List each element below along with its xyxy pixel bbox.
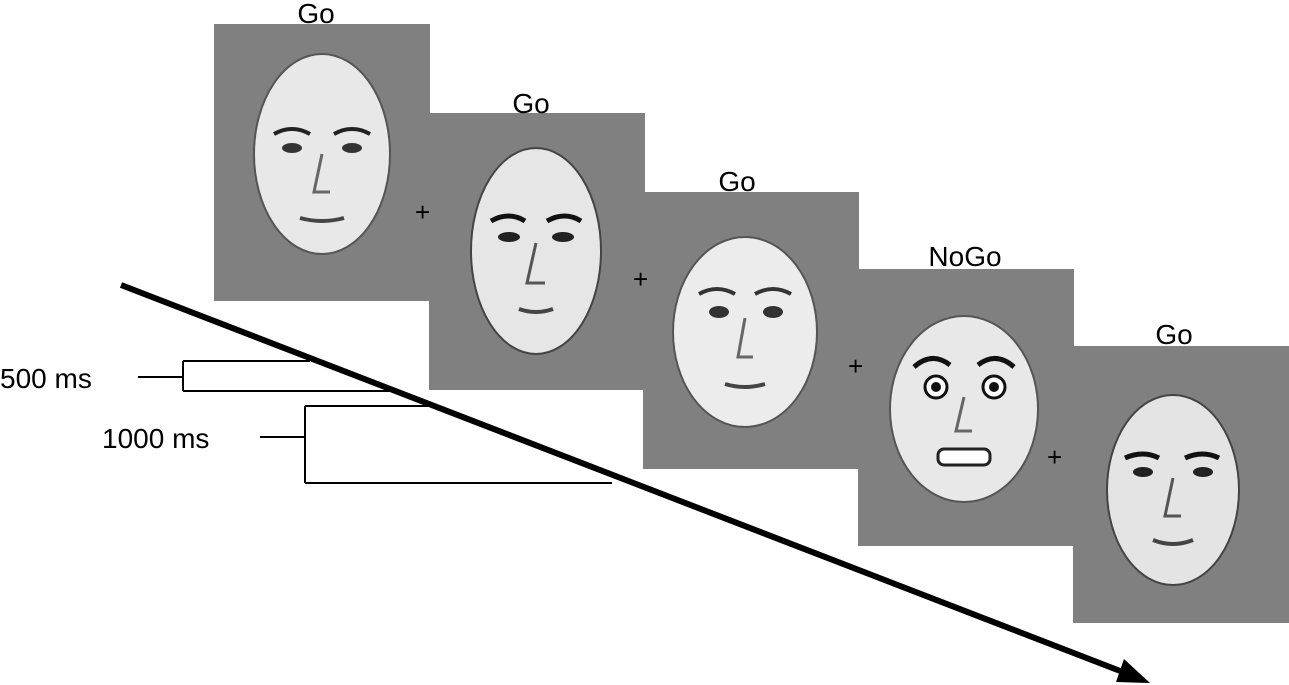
face-image-3 [672,236,818,428]
trial-label-3: Go [718,166,756,197]
stimulus-panel-4 [858,269,1074,546]
trial-label-1: Go [297,0,335,29]
stimulus-panel-3 [643,192,859,469]
fixation-cross-2: + [633,264,649,294]
time-arrow-shaft [119,282,1130,677]
face-image-1 [253,53,391,255]
fixation-cross-3: + [848,351,864,381]
stimulus-panel-1 [214,24,430,301]
face-image-4 [889,315,1039,503]
stimulus-duration-label: 1000 ms [102,423,210,454]
fixation-cross-1: + [415,197,431,227]
trial-label-2: Go [512,88,550,119]
fixation-cross-4: + [1047,442,1063,472]
stimulus-panel-2 [429,113,645,390]
face-image-2 [470,147,602,355]
fixation-duration-label: 500 ms [0,363,92,394]
trial-label-5: Go [1155,319,1193,350]
stimulus-panel-5 [1073,346,1289,623]
time-arrow-head [1116,659,1150,683]
trial-label-4: NoGo [928,241,1002,272]
face-image-5 [1106,394,1240,586]
